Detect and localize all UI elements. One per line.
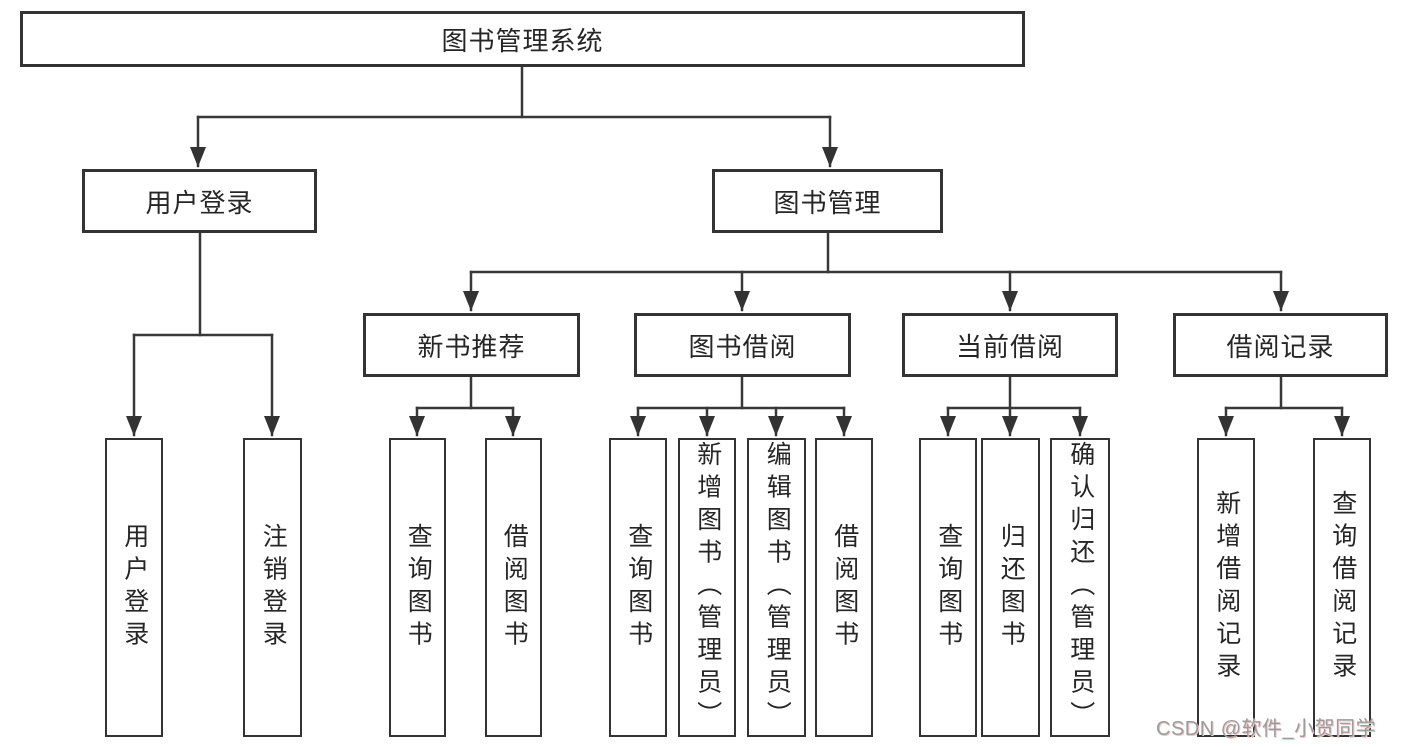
node-borrow-records-label: 借阅记录 — [1226, 331, 1335, 362]
leaf-query-books-current: 查询图书 — [919, 438, 977, 737]
leaf-borrow-books-label: 借阅图书 — [830, 522, 859, 653]
leaf-user-login-label: 用户登录 — [120, 522, 149, 653]
node-user-login: 用户登录 — [82, 169, 317, 233]
leaf-edit-book-admin-label: 编辑图书（管理员） — [763, 441, 792, 734]
leaf-borrow-books: 借阅图书 — [815, 438, 873, 737]
leaf-return-book-label: 归还图书 — [997, 522, 1026, 653]
node-new-book-recommend-label: 新书推荐 — [417, 331, 526, 362]
leaf-query-books-current-label: 查询图书 — [934, 522, 963, 653]
node-book-borrow-label: 图书借阅 — [688, 331, 797, 362]
leaf-query-books-recommend-label: 查询图书 — [404, 522, 433, 653]
leaf-query-books-borrow: 查询图书 — [609, 438, 667, 737]
node-root-system: 图书管理系统 — [20, 11, 1025, 67]
node-current-borrow: 当前借阅 — [902, 313, 1118, 377]
node-root-label: 图书管理系统 — [441, 25, 604, 56]
leaf-query-books-borrow-label: 查询图书 — [624, 522, 653, 653]
leaf-query-borrow-record: 查询借阅记录 — [1313, 438, 1371, 737]
leaf-edit-book-admin: 编辑图书（管理员） — [747, 438, 806, 737]
leaf-query-books-recommend: 查询图书 — [389, 438, 446, 737]
node-borrow-records: 借阅记录 — [1173, 313, 1388, 377]
leaf-add-book-admin-label: 新增图书（管理员） — [693, 441, 722, 734]
leaf-logout: 注销登录 — [243, 438, 302, 737]
leaf-query-borrow-record-label: 查询借阅记录 — [1328, 490, 1357, 685]
node-book-management: 图书管理 — [712, 169, 943, 233]
leaf-add-borrow-record-label: 新增借阅记录 — [1212, 490, 1241, 685]
leaf-add-borrow-record: 新增借阅记录 — [1197, 438, 1255, 737]
leaf-borrow-books-recommend: 借阅图书 — [485, 438, 542, 737]
leaf-confirm-return-admin-label: 确认归还（管理员） — [1066, 441, 1095, 734]
leaf-logout-label: 注销登录 — [259, 522, 288, 653]
node-book-borrow: 图书借阅 — [634, 313, 851, 377]
leaf-return-book: 归还图书 — [981, 438, 1040, 737]
leaf-confirm-return-admin: 确认归还（管理员） — [1050, 438, 1110, 737]
node-user-login-label: 用户登录 — [145, 187, 254, 218]
node-new-book-recommend: 新书推荐 — [363, 313, 580, 377]
leaf-add-book-admin: 新增图书（管理员） — [678, 438, 736, 737]
node-book-management-label: 图书管理 — [773, 187, 882, 218]
leaf-borrow-books-recommend-label: 借阅图书 — [500, 522, 529, 653]
leaf-user-login: 用户登录 — [105, 438, 163, 737]
node-current-borrow-label: 当前借阅 — [955, 331, 1064, 362]
csdn-watermark: CSDN @软件_小贺同学 — [1156, 718, 1377, 740]
